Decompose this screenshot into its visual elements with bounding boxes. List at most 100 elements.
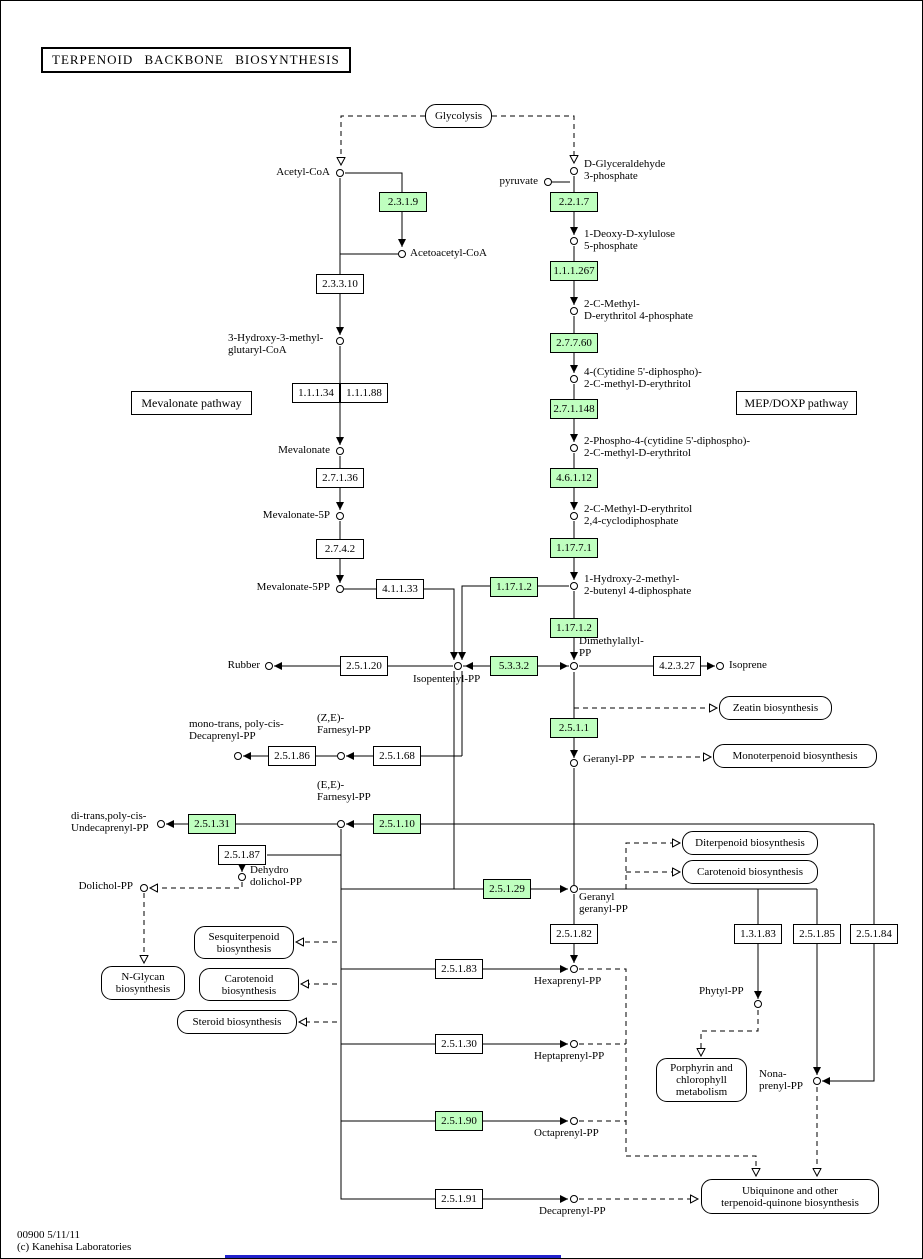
compound-label-heptaprenyl-pp: Heptaprenyl-PP (534, 1050, 605, 1062)
pathway-link-glycolysis[interactable]: Glycolysis (425, 104, 492, 128)
compound-node-hmbpp[interactable] (570, 582, 578, 590)
compound-node-acetoacetyl-coa[interactable] (398, 250, 406, 258)
enzyme-box-2-5-1-84[interactable]: 2.5.1.84 (850, 924, 898, 944)
compound-label-acetoacetyl-coa: Acetoacetyl-CoA (410, 247, 487, 259)
compound-label-mono-trans-decaprenyl-pp: mono-trans, poly-cis- Decaprenyl-PP (189, 718, 284, 742)
compound-node-mevalonate-5pp[interactable] (336, 585, 344, 593)
enzyme-box-2-5-1-30[interactable]: 2.5.1.30 (435, 1034, 483, 1054)
enzyme-box-2-5-1-10[interactable]: 2.5.1.10 (373, 814, 421, 834)
enzyme-box-2-5-1-29[interactable]: 2.5.1.29 (483, 879, 531, 899)
compound-label-hmbpp: 1-Hydroxy-2-methyl- 2-butenyl 4-diphosph… (584, 573, 692, 597)
compound-label-mevalonate: Mevalonate (278, 444, 330, 456)
pathway-link-n-glycan-biosynthesis[interactable]: N-Glycan biosynthesis (101, 966, 185, 1000)
pathway-link-sesquiterpenoid-biosynthesis[interactable]: Sesquiterpenoid biosynthesis (194, 926, 294, 959)
enzyme-box-2-5-1-83[interactable]: 2.5.1.83 (435, 959, 483, 979)
compound-label-dolichol-pp: Dolichol-PP (78, 880, 133, 892)
pathway-link-steroid-biosynthesis[interactable]: Steroid biosynthesis (177, 1010, 297, 1034)
compound-node-hexaprenyl-pp[interactable] (570, 965, 578, 973)
compound-node-hmg-coa[interactable] (336, 337, 344, 345)
enzyme-box-1-1-1-267[interactable]: 1.1.1.267 (550, 261, 598, 281)
region-label-mevalonate-pathway: Mevalonate pathway (131, 391, 252, 415)
pathway-link-porphyrin-chlorophyll-metabolism[interactable]: Porphyrin and chlorophyll metabolism (656, 1058, 747, 1102)
compound-node-octaprenyl-pp[interactable] (570, 1117, 578, 1125)
compound-node-decaprenyl-pp[interactable] (570, 1195, 578, 1203)
compound-node-ze-farnesyl-pp[interactable] (337, 752, 345, 760)
enzyme-box-1-17-7-1[interactable]: 1.17.7.1 (550, 538, 598, 558)
enzyme-box-2-2-1-7[interactable]: 2.2.1.7 (550, 192, 598, 212)
compound-label-nonaprenyl-pp: Nona- prenyl-PP (759, 1068, 803, 1092)
enzyme-box-2-7-7-60[interactable]: 2.7.7.60 (550, 333, 598, 353)
compound-label-decaprenyl-pp: Decaprenyl-PP (539, 1205, 606, 1217)
pathway-link-diterpenoid-biosynthesis[interactable]: Diterpenoid biosynthesis (682, 831, 818, 855)
enzyme-box-2-3-1-9[interactable]: 2.3.1.9 (379, 192, 427, 212)
compound-label-dimethylallyl-pp: Dimethylallyl- PP (579, 635, 644, 659)
enzyme-box-2-5-1-85[interactable]: 2.5.1.85 (793, 924, 841, 944)
pathway-link-ubiquinone-biosynthesis[interactable]: Ubiquinone and other terpenoid-quinone b… (701, 1179, 879, 1214)
enzyme-box-2-7-1-148[interactable]: 2.7.1.148 (550, 399, 598, 419)
compound-node-deoxy-xylulose-5p[interactable] (570, 237, 578, 245)
compound-label-hmg-coa: 3-Hydroxy-3-methyl- glutaryl-CoA (228, 332, 324, 356)
enzyme-box-1-17-1-2-lower[interactable]: 1.17.1.2 (550, 618, 598, 638)
compound-node-undecaprenyl-pp[interactable] (157, 820, 165, 828)
compound-node-heptaprenyl-pp[interactable] (570, 1040, 578, 1048)
enzyme-box-2-5-1-1[interactable]: 2.5.1.1 (550, 718, 598, 738)
enzyme-box-2-5-1-20[interactable]: 2.5.1.20 (340, 656, 388, 676)
compound-node-phytyl-pp[interactable] (754, 1000, 762, 1008)
compound-label-cdp-me2p: 2-Phospho-4-(cytidine 5'-diphospho)- 2-C… (584, 435, 751, 459)
compound-node-nonaprenyl-pp[interactable] (813, 1077, 821, 1085)
compound-label-methyl-erythritol-4p: 2-C-Methyl- D-erythritol 4-phosphate (584, 298, 694, 322)
compound-node-dehydrodolichol-pp[interactable] (238, 873, 246, 881)
enzyme-box-2-5-1-90[interactable]: 2.5.1.90 (435, 1111, 483, 1131)
enzyme-box-2-5-1-68[interactable]: 2.5.1.68 (373, 746, 421, 766)
enzyme-box-2-7-1-36[interactable]: 2.7.1.36 (316, 468, 364, 488)
compound-node-geranylgeranyl-pp[interactable] (570, 885, 578, 893)
compound-label-octaprenyl-pp: Octaprenyl-PP (534, 1127, 599, 1139)
enzyme-box-1-17-1-2-left[interactable]: 1.17.1.2 (490, 577, 538, 597)
compound-label-isoprene: Isoprene (729, 659, 767, 671)
enzyme-box-2-5-1-87[interactable]: 2.5.1.87 (218, 845, 266, 865)
compound-label-undecaprenyl-pp: di-trans,poly-cis- Undecaprenyl-PP (71, 810, 149, 834)
compound-node-isopentenyl-pp[interactable] (454, 662, 462, 670)
compound-label-geranyl-pp: Geranyl-PP (583, 753, 635, 765)
compound-node-me-cdp[interactable] (570, 512, 578, 520)
compound-node-isoprene[interactable] (716, 662, 724, 670)
compound-label-acetyl-coa: Acetyl-CoA (276, 166, 330, 178)
compound-node-pyruvate[interactable] (544, 178, 552, 186)
enzyme-box-4-2-3-27[interactable]: 4.2.3.27 (653, 656, 701, 676)
compound-node-dimethylallyl-pp[interactable] (570, 662, 578, 670)
enzyme-box-1-3-1-83[interactable]: 1.3.1.83 (734, 924, 782, 944)
enzyme-box-2-5-1-82[interactable]: 2.5.1.82 (550, 924, 598, 944)
compound-node-cdp-me[interactable] (570, 375, 578, 383)
enzyme-box-1-1-1-34[interactable]: 1.1.1.34 (292, 383, 340, 403)
pathway-link-carotenoid-biosynthesis-left[interactable]: Carotenoid biosynthesis (199, 968, 299, 1001)
enzyme-box-1-1-1-88[interactable]: 1.1.1.88 (340, 383, 388, 403)
map-title: TERPENOID BACKBONE BIOSYNTHESIS (41, 47, 351, 73)
pathway-link-carotenoid-biosynthesis-right[interactable]: Carotenoid biosynthesis (682, 860, 818, 884)
enzyme-box-4-6-1-12[interactable]: 4.6.1.12 (550, 468, 598, 488)
compound-label-phytyl-pp: Phytyl-PP (699, 985, 744, 997)
compound-node-mevalonate[interactable] (336, 447, 344, 455)
compound-node-dolichol-pp[interactable] (140, 884, 148, 892)
compound-label-ze-farnesyl-pp: (Z,E)- Farnesyl-PP (317, 712, 371, 736)
enzyme-box-2-5-1-86[interactable]: 2.5.1.86 (268, 746, 316, 766)
compound-node-rubber[interactable] (265, 662, 273, 670)
compound-node-acetyl-coa[interactable] (336, 169, 344, 177)
compound-node-mevalonate-5p[interactable] (336, 512, 344, 520)
enzyme-box-2-5-1-91[interactable]: 2.5.1.91 (435, 1189, 483, 1209)
map-number: 00900 5/11/11 (17, 1229, 81, 1241)
pathway-link-zeatin-biosynthesis[interactable]: Zeatin biosynthesis (719, 696, 832, 720)
region-label-mep-doxp-pathway: MEP/DOXP pathway (736, 391, 857, 415)
compound-node-geranyl-pp[interactable] (570, 759, 578, 767)
enzyme-box-2-3-3-10[interactable]: 2.3.3.10 (316, 274, 364, 294)
compound-node-ee-farnesyl-pp[interactable] (337, 820, 345, 828)
compound-node-mono-trans-decaprenyl-pp[interactable] (234, 752, 242, 760)
enzyme-box-2-7-4-2[interactable]: 2.7.4.2 (316, 539, 364, 559)
enzyme-box-4-1-1-33[interactable]: 4.1.1.33 (376, 579, 424, 599)
enzyme-box-5-3-3-2[interactable]: 5.3.3.2 (490, 656, 538, 676)
enzyme-box-2-5-1-31[interactable]: 2.5.1.31 (188, 814, 236, 834)
compound-node-glyceraldehyde-3p[interactable] (570, 167, 578, 175)
pathway-link-monoterpenoid-biosynthesis[interactable]: Monoterpenoid biosynthesis (713, 744, 877, 768)
compound-node-methyl-erythritol-4p[interactable] (570, 307, 578, 315)
compound-node-cdp-me2p[interactable] (570, 444, 578, 452)
